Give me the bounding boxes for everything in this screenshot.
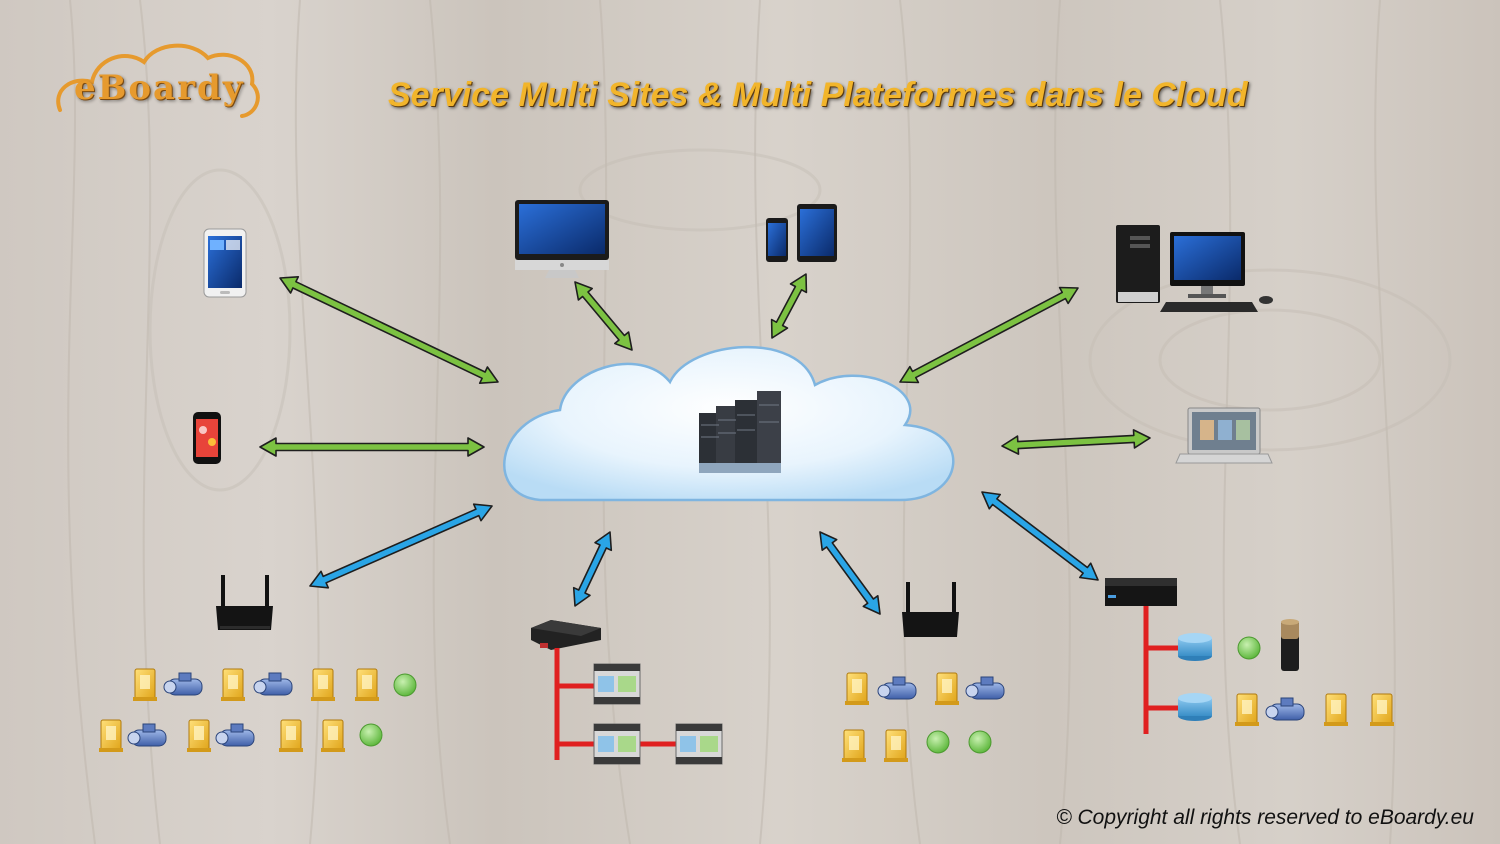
sensor-icon [1370, 693, 1394, 726]
motion-ball-icon [926, 730, 950, 754]
valve-icon [1265, 697, 1305, 721]
sensor-icon [884, 729, 908, 762]
sensor-icon [355, 668, 379, 701]
cloud-server-icon [503, 345, 955, 502]
valve-icon [877, 676, 917, 700]
logo-cloud-icon [56, 43, 260, 118]
sensor-icon [845, 672, 869, 705]
link-arrow [279, 275, 499, 385]
smartphone-icon [193, 412, 221, 464]
server-rack-icon [699, 391, 781, 473]
link-arrow [572, 531, 613, 607]
sensor-icon [133, 668, 157, 701]
gateway-box-icon [531, 620, 601, 650]
copyright-notice: © Copyright all rights reserved to eBoar… [1056, 806, 1474, 829]
access-point-icon [1178, 633, 1212, 661]
sensor-icon [187, 719, 211, 752]
valve-icon [127, 723, 167, 747]
desktop-pc-icon [1116, 225, 1273, 312]
valve-icon [965, 676, 1005, 700]
connection-arrows [259, 273, 1151, 615]
motion-ball-icon [968, 730, 992, 754]
router-icon [902, 582, 959, 637]
motion-ball-icon [1237, 636, 1261, 660]
tablet-icon [203, 228, 247, 298]
sensor-icon [1235, 693, 1259, 726]
page-title: Service Multi Sites & Multi Plateformes … [388, 76, 1248, 114]
sensor-icon [99, 719, 123, 752]
link-arrow [770, 273, 808, 339]
link-arrow [819, 531, 881, 615]
access-point-icon [1178, 693, 1212, 721]
valve-icon [253, 672, 293, 696]
link-arrow [1001, 429, 1151, 455]
motion-ball-icon [393, 673, 417, 697]
gateway-box-icon [1105, 578, 1177, 606]
link-arrow [899, 286, 1079, 384]
sensor-icon [311, 668, 335, 701]
din-module-icon [593, 663, 641, 705]
motion-ball-icon [359, 723, 383, 747]
sensor-icon [221, 668, 245, 701]
din-module-icon [675, 723, 723, 765]
logo: eBoardy [52, 38, 262, 118]
valve-icon [215, 723, 255, 747]
router-icon [216, 575, 273, 630]
bus-lines [554, 606, 1178, 760]
valve-icon [163, 672, 203, 696]
smart-speaker-icon [1281, 619, 1299, 671]
sensor-icon [1324, 693, 1348, 726]
laptop-icon [1175, 407, 1273, 464]
sensor-icon [321, 719, 345, 752]
link-arrow [259, 437, 485, 457]
link-arrow [574, 281, 633, 351]
sensor-icon [935, 672, 959, 705]
din-module-icon [593, 723, 641, 765]
sensor-icon [842, 729, 866, 762]
link-arrow [981, 491, 1099, 581]
iphone-ipad-icon [766, 204, 837, 262]
logo-text: eBoardy [74, 68, 245, 108]
imac-icon [515, 200, 609, 278]
sensor-icon [279, 719, 303, 752]
link-arrow [309, 503, 493, 589]
